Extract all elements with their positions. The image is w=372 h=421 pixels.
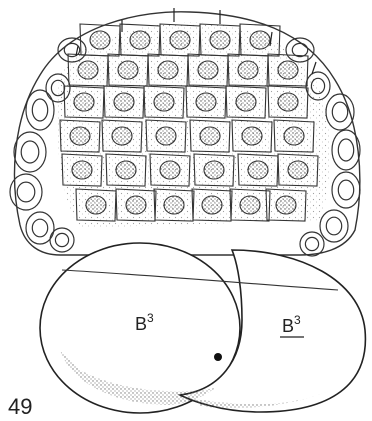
- nucleus: [248, 161, 268, 179]
- peripheral-nucleus: [305, 237, 318, 250]
- peripheral-cell: [14, 132, 46, 172]
- nucleus: [116, 161, 136, 179]
- figure-number: 49: [8, 394, 32, 419]
- peripheral-nucleus: [292, 43, 307, 56]
- nucleus: [200, 127, 220, 145]
- nucleus: [70, 127, 90, 145]
- peripheral-nucleus: [32, 219, 47, 237]
- peripheral-cell: [300, 232, 324, 256]
- nucleus: [72, 161, 92, 179]
- nucleus: [288, 161, 308, 179]
- peripheral-cell: [50, 228, 74, 252]
- peripheral-nucleus: [332, 102, 347, 122]
- nucleus: [126, 196, 146, 214]
- nucleus: [78, 61, 98, 79]
- nucleus: [86, 196, 106, 214]
- peripheral-nucleus: [338, 180, 353, 200]
- peripheral-nucleus: [21, 141, 39, 163]
- nucleus: [74, 93, 94, 111]
- nucleus: [130, 31, 150, 49]
- nucleus: [160, 161, 180, 179]
- nucleus: [250, 31, 270, 49]
- peripheral-cell: [332, 172, 360, 208]
- nucleus: [204, 161, 224, 179]
- peripheral-cell: [26, 90, 54, 130]
- peripheral-cell: [332, 130, 360, 170]
- nucleus: [90, 31, 110, 49]
- nucleus: [278, 61, 298, 79]
- peripheral-nucleus: [338, 139, 353, 161]
- nucleus: [154, 93, 174, 111]
- peripheral-nucleus: [17, 182, 35, 202]
- nucleus: [276, 196, 296, 214]
- nucleus: [158, 61, 178, 79]
- peripheral-cell: [320, 210, 348, 242]
- nucleus: [284, 127, 304, 145]
- yolk-granule: [214, 353, 222, 361]
- peripheral-nucleus: [55, 233, 68, 246]
- peripheral-nucleus: [326, 217, 341, 235]
- nucleus: [210, 31, 230, 49]
- nucleus: [164, 196, 184, 214]
- nucleus: [156, 127, 176, 145]
- nucleus: [202, 196, 222, 214]
- nucleus: [236, 93, 256, 111]
- nucleus: [198, 61, 218, 79]
- nucleus: [170, 31, 190, 49]
- nucleus: [238, 61, 258, 79]
- peripheral-nucleus: [32, 99, 47, 121]
- nucleus: [118, 61, 138, 79]
- nucleus: [112, 127, 132, 145]
- nucleus: [114, 93, 134, 111]
- nucleus: [240, 196, 260, 214]
- nucleus: [242, 127, 262, 145]
- nucleus: [278, 93, 298, 111]
- nucleus: [196, 93, 216, 111]
